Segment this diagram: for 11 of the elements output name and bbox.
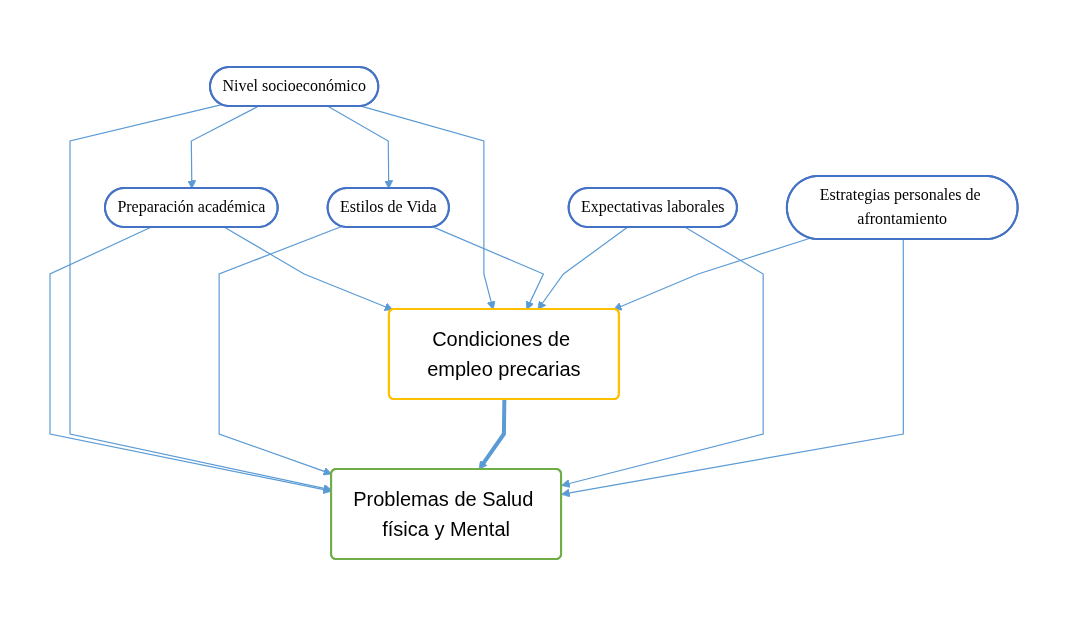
arrow bbox=[224, 226, 393, 311]
arrow bbox=[560, 238, 904, 497]
arrow bbox=[187, 105, 259, 189]
arrow bbox=[612, 237, 811, 310]
arrow bbox=[560, 226, 764, 488]
arrow bbox=[537, 226, 628, 310]
arrow bbox=[218, 225, 342, 475]
arrow bbox=[478, 398, 507, 470]
arrow bbox=[360, 105, 496, 310]
arrow bbox=[327, 105, 393, 189]
arrow bbox=[432, 226, 544, 310]
